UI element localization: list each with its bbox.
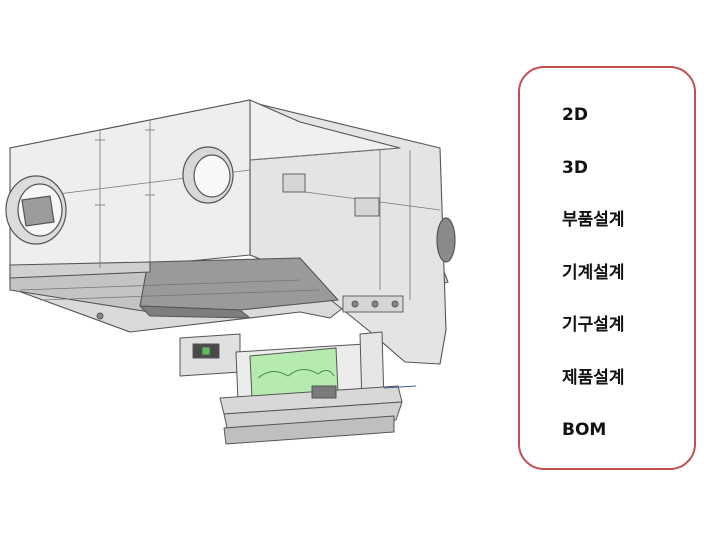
menu-item-product-design[interactable]: 제품설계	[562, 367, 625, 388]
menu-item-2d[interactable]: 2D	[562, 105, 588, 125]
menu-item-3d[interactable]: 3D	[562, 157, 588, 178]
menu-item-bom[interactable]: BOM	[562, 420, 607, 440]
menu-item-part-design[interactable]: 부품설계	[562, 210, 625, 230]
menu-panel: 2D 3D 부품설계 기계설계 기구설계 제품설계 BOM	[518, 66, 696, 470]
menu-list: 2D 3D 부품설계 기계설계 기구설계 제품설계 BOM	[562, 102, 625, 470]
menu-item-mechanism-design[interactable]: 기구설계	[562, 315, 625, 335]
menu-item-machine-design[interactable]: 기계설계	[562, 262, 625, 283]
cad-3d-assembly-icon	[5, 99, 456, 445]
